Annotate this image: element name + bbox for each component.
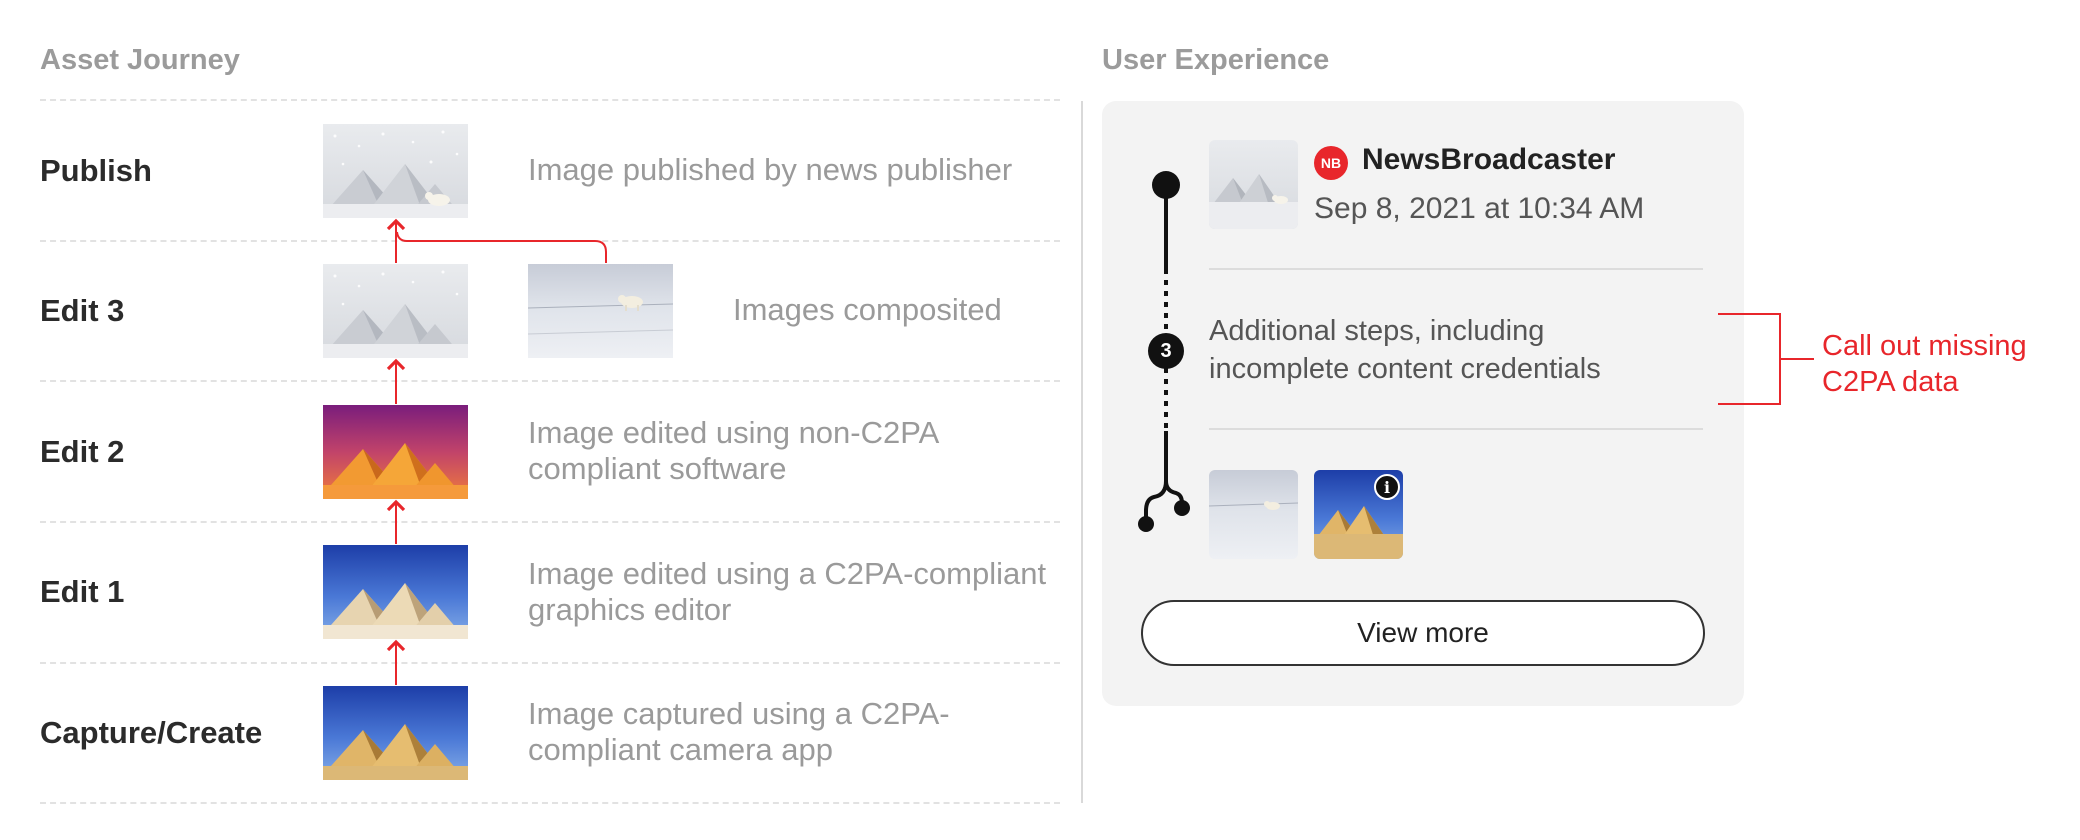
info-icon[interactable]: i: [1374, 474, 1400, 500]
user-experience-title: User Experience: [1102, 44, 1330, 76]
provenance-timeline: [1138, 171, 1190, 532]
section-divider: [1081, 101, 1083, 803]
row-divider: [40, 802, 1060, 804]
stage-label-edit-3: Edit 3: [40, 293, 125, 328]
edit-2-description: Image edited using non-C2PA compliant so…: [528, 415, 938, 486]
timeline-node: [1138, 516, 1154, 532]
publish-description: Image published by news publisher: [528, 152, 1013, 187]
row-divider: [40, 380, 1060, 382]
capture-image: [323, 686, 468, 780]
edit-1-image: [323, 545, 468, 639]
publisher-logo: NB: [1314, 146, 1348, 180]
additional-steps-text: Additional steps, including incomplete c…: [1209, 315, 1601, 385]
asset-journey-title: Asset Journey: [40, 44, 240, 76]
card-divider: [1209, 268, 1703, 270]
steps-count-badge: 3: [1148, 333, 1184, 369]
callout-text: Call out missing C2PA data: [1822, 330, 2027, 398]
timeline-node: [1174, 500, 1190, 516]
row-divider: [40, 662, 1060, 664]
published-image-thumbnail[interactable]: [1209, 140, 1298, 229]
callout-bracket: [1718, 313, 1814, 405]
stage-label-capture-create: Capture/Create: [40, 715, 263, 750]
timeline-node-top: [1152, 171, 1180, 199]
edit-3-description: Images composited: [733, 292, 1002, 327]
capture-description: Image captured using a C2PA-compliant ca…: [528, 696, 950, 767]
arrow-composite-to-publish: [396, 231, 607, 263]
row-divider: [40, 521, 1060, 523]
publish-date: Sep 8, 2021 at 10:34 AM: [1314, 192, 1645, 225]
polar-bear-image: [528, 264, 673, 358]
publish-image: [323, 124, 468, 218]
publisher-name: NewsBroadcaster: [1362, 143, 1616, 176]
stage-label-edit-2: Edit 2: [40, 434, 125, 469]
edit-2-image: [323, 405, 468, 499]
timeline-branch-left: [1144, 480, 1168, 521]
row-divider: [40, 99, 1060, 101]
view-more-button[interactable]: View more: [1141, 600, 1705, 666]
flow-arrows: [386, 218, 607, 685]
stage-label-edit-1: Edit 1: [40, 574, 125, 609]
edit-1-description: Image edited using a C2PA-compliant grap…: [528, 556, 1047, 627]
edit-3-image: [323, 264, 468, 358]
ingredient-thumbnail-polar-bear[interactable]: [1209, 470, 1298, 559]
card-divider: [1209, 428, 1703, 430]
stage-label-publish: Publish: [40, 153, 152, 188]
